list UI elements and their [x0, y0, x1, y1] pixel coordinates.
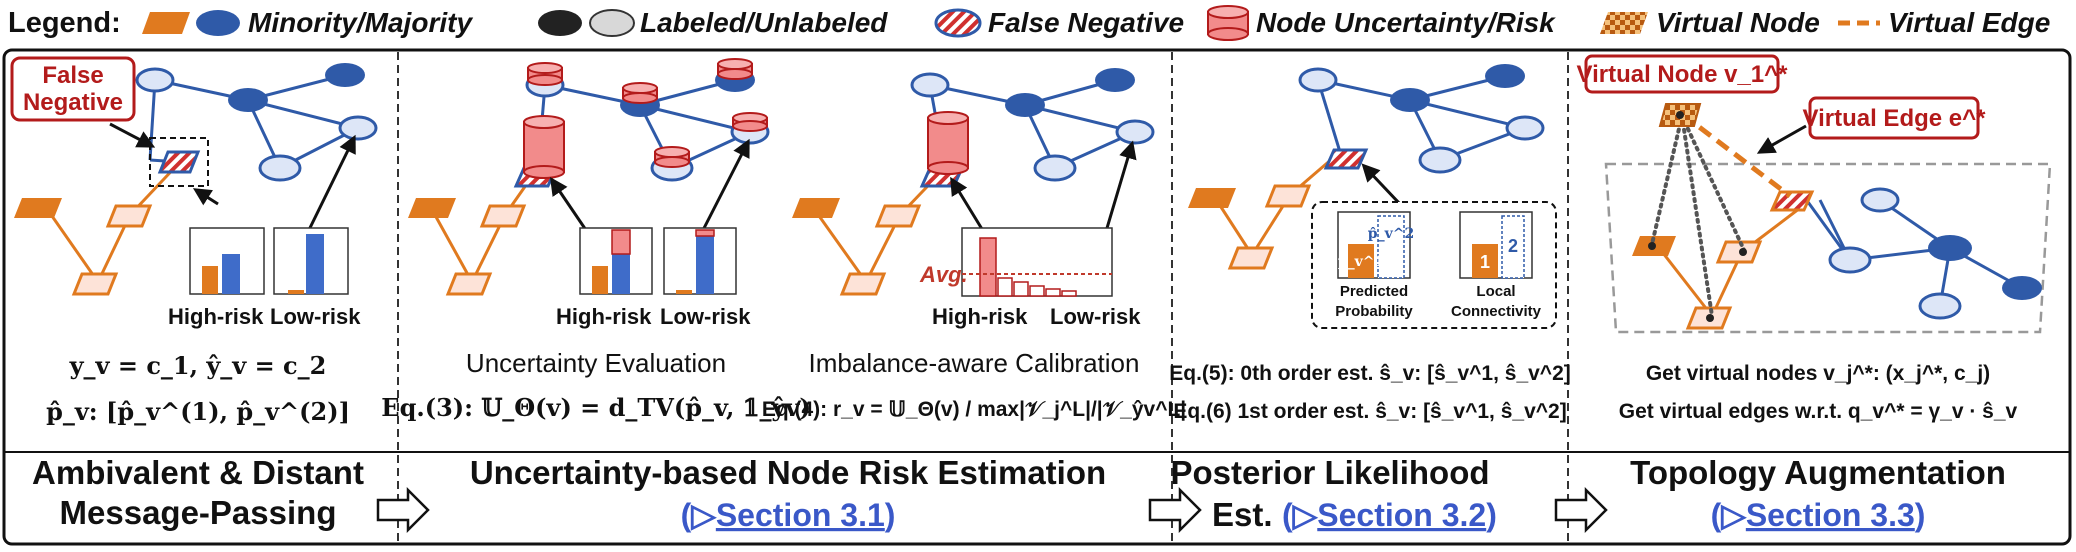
legend-labeled-unlabeled: Labeled/Unlabeled [640, 7, 888, 38]
p3-p1: p̂_v^1 [1338, 254, 1384, 270]
p1-eq-prob: p̂_v: [p̂_v^(1), p̂_v^(2)] [46, 397, 350, 426]
p3-pred-prob-2: Probability [1335, 303, 1413, 320]
unlabeled-icon [589, 9, 635, 37]
panel-ambivalent: False Negative High-risk Low-risk y_v = … [10, 56, 378, 531]
legend-heading: Legend: [8, 7, 121, 39]
p2-low-risk-b: Low-risk [1050, 304, 1141, 329]
p2-section-link[interactable]: Section 3.1 [716, 497, 885, 533]
panel-posterior: p̂_v^1 p̂_v^2 1 2 Predicted Probability … [1169, 64, 1571, 533]
p3-eq6: Eq.(6) 1st order est. ŝ_v: [ŝ_v^1, ŝ_v^2… [1173, 400, 1566, 423]
legend-virtual-edge: Virtual Edge [1888, 7, 2050, 38]
p4-get-edges: Get virtual edges w.r.t. q_v^* = γ_v · ŝ… [1619, 400, 2018, 423]
p4-vnode-callout: Virtual Node v_1^* [1577, 61, 1789, 88]
legend-false-negative: False Negative [988, 7, 1184, 38]
risk-graph-a: High-risk Low-risk [408, 58, 770, 329]
p2-eq3: Eq.(3): 𝕌_Θ(v) = d_TV(p̂_v, 𝟙_ŷv) [381, 393, 810, 422]
p1-low-risk: Low-risk [270, 304, 361, 329]
p3-title-1: Posterior Likelihood [1170, 454, 1489, 491]
p2-eq4: Eq.(4): r_v = 𝕌_Θ(v) / max|𝒱_j^L|/|𝒱_ŷv^… [762, 398, 1186, 421]
p2-high-risk-b: High-risk [932, 304, 1028, 329]
local-connectivity-box: 1 2 [1459, 211, 1533, 279]
p4-title: Topology Augmentation [1630, 454, 2006, 491]
p2-uncertainty-eval: Uncertainty Evaluation [466, 348, 726, 378]
panel-topology: Virtual Node v_1^* Virtual Edge e^* Get … [1577, 54, 2052, 533]
p1-title-1: Ambivalent & Distant [32, 454, 364, 491]
p4-section-wrap: (▷Section 3.3) [1711, 497, 1926, 533]
false-negative-node [157, 150, 201, 174]
legend: Legend: Minority/Majority Labeled/Unlabe… [8, 5, 2050, 41]
p3-eq5: Eq.(5): 0th order est. ŝ_v: [ŝ_v^1, ŝ_v^… [1169, 362, 1571, 385]
p2-high-risk-a: High-risk [556, 304, 652, 329]
p3-local-conn-2: Connectivity [1451, 303, 1542, 320]
predicted-probability-box: p̂_v^1 p̂_v^2 [1337, 211, 1414, 279]
p3-p2: p̂_v^2 [1368, 226, 1414, 242]
flow-arrow-2 [1148, 486, 1202, 534]
flow-arrow-3 [1554, 486, 1608, 534]
p3-c2: 2 [1508, 236, 1518, 256]
risk-graph-b: Avg. High-risk Low-risk [792, 68, 1155, 329]
p3-c1: 1 [1480, 252, 1490, 272]
false-negative-callout-1: False [42, 62, 103, 89]
p1-eq-label: y_v = c_1, ŷ_v = c_2 [69, 351, 327, 380]
p2-calibration: Imbalance-aware Calibration [809, 348, 1140, 378]
p3-section-wrap: (▷Section 3.2) [1282, 497, 1497, 533]
false-negative-icon [934, 8, 982, 38]
frame [2, 48, 2072, 546]
legend-node-uncertainty: Node Uncertainty/Risk [1256, 7, 1556, 38]
false-negative-callout-2: Negative [23, 89, 123, 116]
minority-icon [142, 12, 190, 34]
majority-icon [196, 10, 240, 36]
p2-section-wrap: (▷Section 3.1) [681, 497, 896, 533]
risk-cylinder-icon [1207, 5, 1249, 41]
panel-risk-estimation: High-risk Low-risk [381, 58, 1186, 533]
p1-high-risk: High-risk [168, 304, 264, 329]
legend-minority-majority: Minority/Majority [248, 7, 473, 38]
high-risk-histogram [189, 227, 265, 295]
p2-avg: Avg. [919, 262, 968, 287]
low-risk-histogram [273, 227, 349, 295]
p3-title-2: Est. [1212, 496, 1273, 533]
flow-arrow-1 [376, 486, 430, 534]
p3-local-conn-1: Local [1476, 283, 1515, 300]
p2-low-risk-a: Low-risk [660, 304, 751, 329]
p4-get-nodes: Get virtual nodes v_j^*: (x_j^*, c_j) [1646, 362, 1990, 385]
p4-section-link[interactable]: Section 3.3 [1746, 497, 1915, 533]
p3-section-link[interactable]: Section 3.2 [1317, 497, 1486, 533]
legend-virtual-node: Virtual Node [1656, 7, 1820, 38]
p2-title: Uncertainty-based Node Risk Estimation [470, 454, 1106, 491]
p3-pred-prob-1: Predicted [1340, 283, 1408, 300]
virtual-node-icon [1600, 12, 1648, 34]
p4-vedge-callout: Virtual Edge e^* [1803, 105, 1987, 132]
p1-title-2: Message-Passing [60, 494, 337, 531]
labeled-icon [538, 10, 582, 36]
